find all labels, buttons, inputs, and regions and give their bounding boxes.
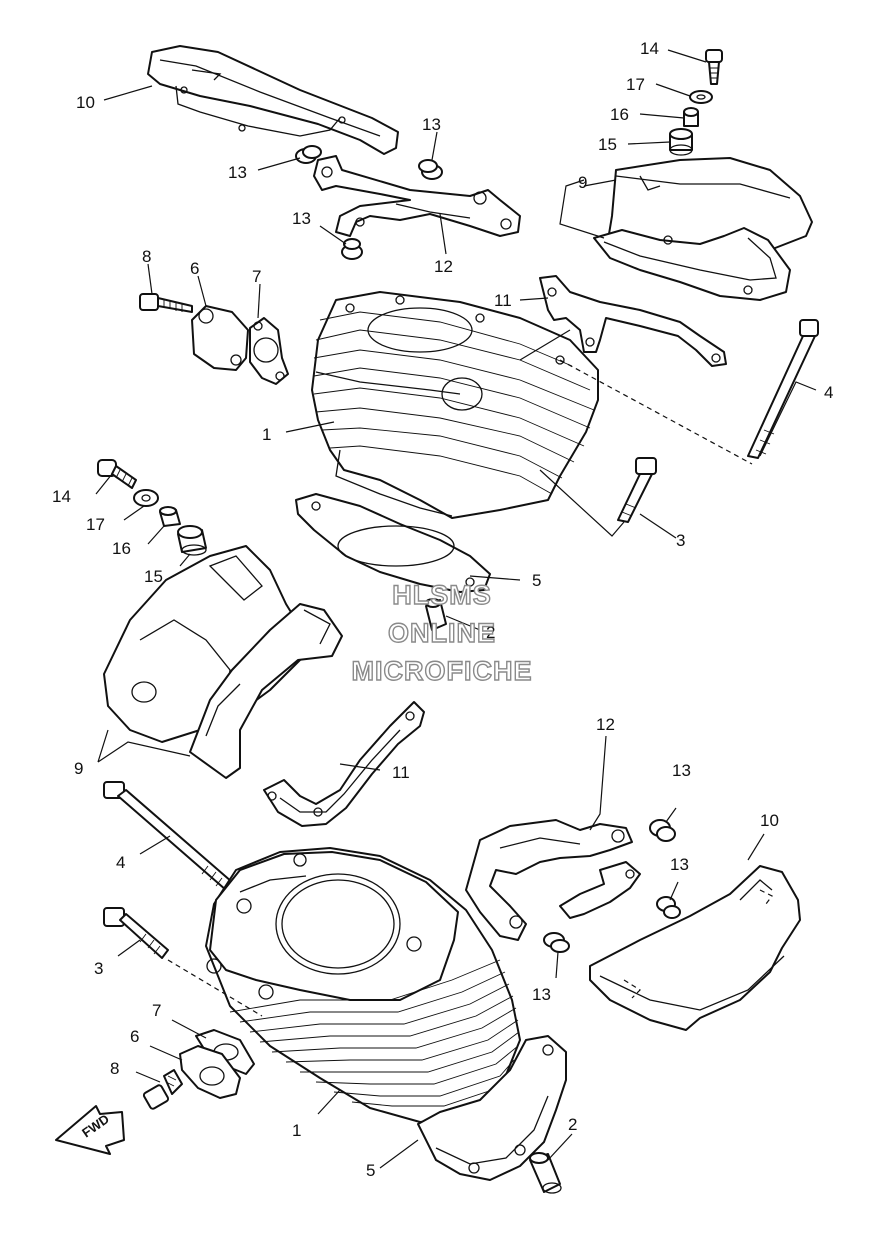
part-1-cylinder-top: [311, 291, 599, 519]
callout-9: 9: [74, 759, 83, 778]
part-10-cover-bottom: [589, 865, 801, 1031]
part-1-cylinder-bottom: [205, 847, 521, 1123]
callout-17: 17: [626, 75, 645, 94]
part-6-clamp-top: [191, 305, 249, 371]
part-9-rocker-cover-top: [593, 157, 813, 301]
part-13-grommet-3: [341, 238, 363, 260]
callout-17: 17: [86, 515, 105, 534]
callout-5: 5: [532, 571, 541, 590]
callout-14: 14: [52, 487, 71, 506]
part-9-rocker-cover-bottom: [103, 545, 343, 779]
part-13-grommet-2: [418, 159, 443, 180]
callout-13: 13: [670, 855, 689, 874]
callout-12: 12: [596, 715, 615, 734]
callout-7: 7: [252, 267, 261, 286]
callout-13: 13: [422, 115, 441, 134]
callout-12: 12: [434, 257, 453, 276]
leader-lines: [95, 49, 817, 1169]
callout-10: 10: [760, 811, 779, 830]
callout-16: 16: [610, 105, 629, 124]
part-8-bolt-top: [139, 293, 193, 313]
callout-8: 8: [142, 247, 151, 266]
callout-6: 6: [130, 1027, 139, 1046]
watermark-line-2: ONLINE: [388, 618, 496, 648]
callout-1: 1: [292, 1121, 301, 1140]
part-8-bolt-bottom: [142, 1069, 183, 1110]
fwd-arrow-icon: FWD: [55, 1105, 125, 1155]
callout-10: 10: [76, 93, 95, 112]
callout-4: 4: [824, 383, 833, 402]
part-14-bolt-bottom: [97, 459, 137, 489]
callout-2: 2: [486, 623, 495, 642]
part-3-bolt-top: [617, 457, 657, 523]
callout-15: 15: [598, 135, 617, 154]
part-10-cover-top: [147, 45, 399, 155]
part-12-bracket-top: [313, 155, 521, 237]
callouts: 10 13 13 13 12 14 17 16 15 9 11 8 6 7 4 …: [52, 39, 833, 1180]
part-2-dowel-bottom: [529, 1152, 562, 1194]
part-2-dowel-top: [425, 598, 447, 631]
part-17-washer-top: [689, 90, 713, 104]
part-5-gasket-bottom: [417, 1035, 567, 1181]
part-16-collar-top: [683, 107, 699, 127]
part-13-grommet-6: [543, 932, 570, 953]
callout-6: 6: [190, 259, 199, 278]
callout-16: 16: [112, 539, 131, 558]
part-13-grommet-5: [656, 896, 681, 919]
callout-15: 15: [144, 567, 163, 586]
part-15-grommet-bottom: [177, 525, 207, 556]
callout-11: 11: [494, 291, 512, 310]
callout-1: 1: [262, 425, 271, 444]
callout-13: 13: [292, 209, 311, 228]
callout-2: 2: [568, 1115, 577, 1134]
callout-7: 7: [152, 1001, 161, 1020]
part-17-washer-bottom: [133, 489, 159, 507]
part-13-grommet-4: [649, 819, 676, 842]
part-11-gasket-bottom: [263, 701, 425, 827]
callout-13: 13: [228, 163, 247, 182]
part-4-stud-top: [747, 319, 819, 459]
callout-3: 3: [676, 531, 685, 550]
part-12-bracket-bottom: [465, 819, 641, 941]
part-13-grommet-1: [295, 145, 322, 164]
callout-8: 8: [110, 1059, 119, 1078]
part-11-gasket-top: [539, 275, 727, 367]
part-15-grommet-top: [669, 128, 693, 156]
callout-9: 9: [578, 173, 587, 192]
callout-13: 13: [672, 761, 691, 780]
part-7-gasket-top: [249, 317, 289, 385]
callout-5: 5: [366, 1161, 375, 1180]
callout-3: 3: [94, 959, 103, 978]
callout-13: 13: [532, 985, 551, 1004]
watermark-line-1: HLSMS: [392, 580, 492, 610]
callout-4: 4: [116, 853, 125, 872]
part-6-clamp-bottom: [179, 1045, 241, 1099]
part-14-bolt-top: [705, 49, 723, 85]
callout-11: 11: [392, 763, 410, 782]
part-3-bolt-bottom: [103, 907, 169, 959]
part-4-stud-bottom: [103, 781, 233, 891]
watermark-line-3: MICROFICHE: [352, 656, 533, 686]
part-16-collar-bottom: [159, 506, 181, 527]
callout-14: 14: [640, 39, 659, 58]
watermark: HLSMS ONLINE MICROFICHE: [351, 579, 533, 686]
part-5-gasket-top: [295, 493, 491, 593]
